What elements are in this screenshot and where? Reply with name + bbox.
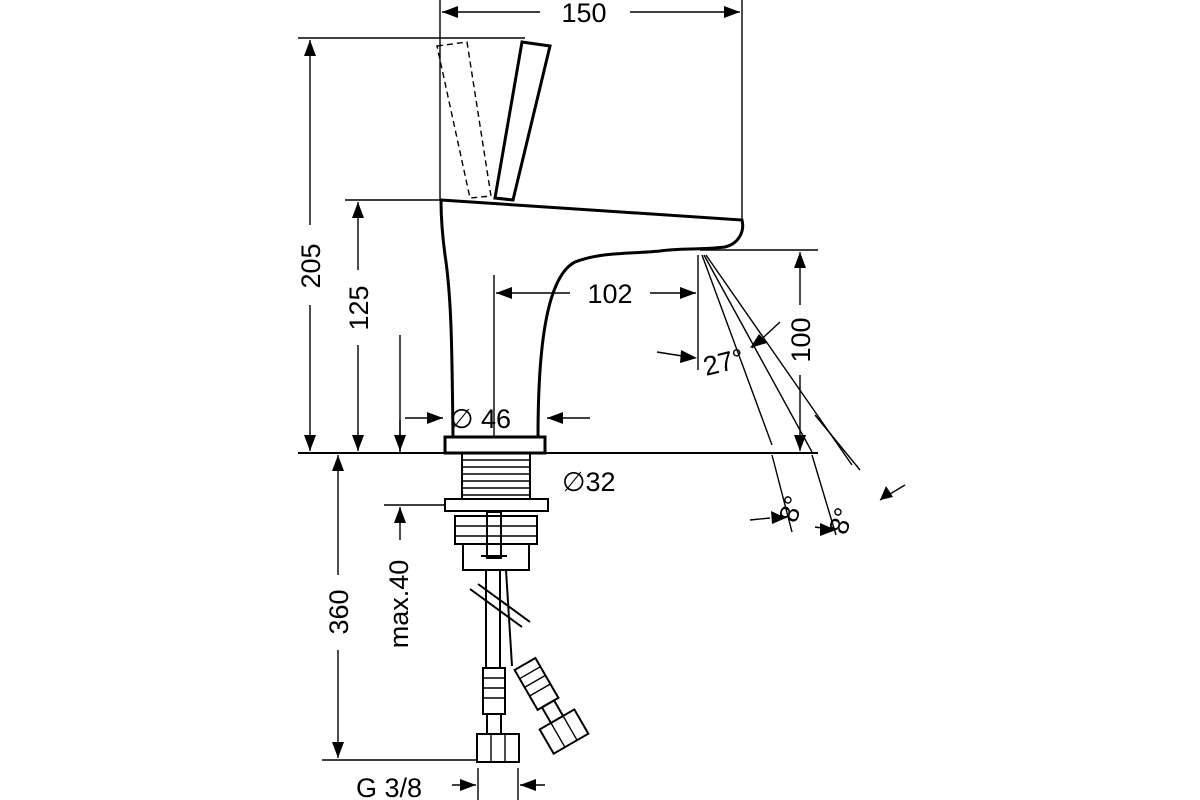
faucet-outline	[436, 40, 745, 455]
dimension-lines	[309, 11, 906, 786]
dim-thread-g38: G 3/8	[356, 773, 422, 800]
dim-height-205: 205	[296, 243, 326, 288]
dim-max-deck: max.40	[384, 560, 414, 649]
dim-angle-27: 27°	[700, 343, 747, 382]
arrowheads	[304, 6, 893, 791]
dim-shank-diameter: ∅32	[562, 467, 616, 497]
dim-body-diameter: ∅ 46	[450, 404, 511, 434]
dim-angle-8-b: 8°	[823, 504, 860, 538]
spray-lines	[701, 254, 861, 536]
dim-width-150: 150	[561, 0, 606, 28]
dim-height-125: 125	[344, 285, 374, 330]
dim-hose-360: 360	[324, 589, 354, 634]
mounting-assembly	[444, 452, 590, 763]
dim-drop-100: 100	[786, 317, 816, 362]
dim-reach-102: 102	[587, 279, 632, 309]
extension-lines	[298, 0, 818, 800]
